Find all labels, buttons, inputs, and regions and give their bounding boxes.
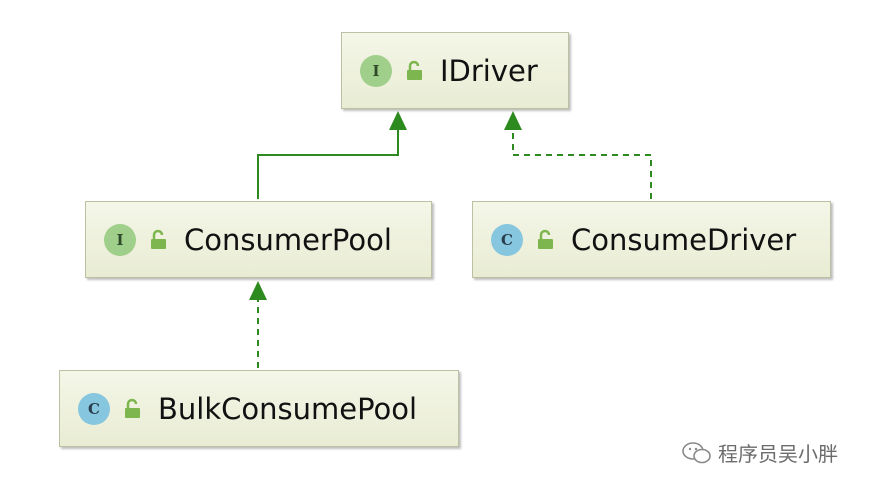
interface-icon: I xyxy=(104,223,136,256)
edge-consumedriver-implements-idriver xyxy=(504,111,652,199)
node-label: ConsumeDriver xyxy=(571,222,797,257)
wechat-icon xyxy=(682,441,711,463)
node-label: ConsumerPool xyxy=(184,222,392,257)
node-idriver[interactable]: I IDriver xyxy=(341,32,569,109)
node-bulkconsumepool[interactable]: C BulkConsumePool xyxy=(59,370,459,447)
edge-bulkconsumepool-implements-consumerpool xyxy=(249,281,267,368)
node-consumedriver[interactable]: C ConsumeDriver xyxy=(472,201,831,278)
watermark: 程序员吴小胖 xyxy=(682,438,838,467)
watermark-text: 程序员吴小胖 xyxy=(718,442,838,466)
unlock-icon xyxy=(538,229,553,249)
class-icon: C xyxy=(78,392,110,425)
node-consumerpool[interactable]: I ConsumerPool xyxy=(85,201,432,278)
class-icon: C xyxy=(491,223,523,256)
node-label: IDriver xyxy=(440,53,538,88)
interface-icon: I xyxy=(360,54,392,87)
unlock-icon xyxy=(407,60,422,80)
edge-consumerpool-extends-idriver xyxy=(257,111,407,199)
unlock-icon xyxy=(151,229,166,249)
unlock-icon xyxy=(125,398,140,418)
node-label: BulkConsumePool xyxy=(158,391,418,426)
